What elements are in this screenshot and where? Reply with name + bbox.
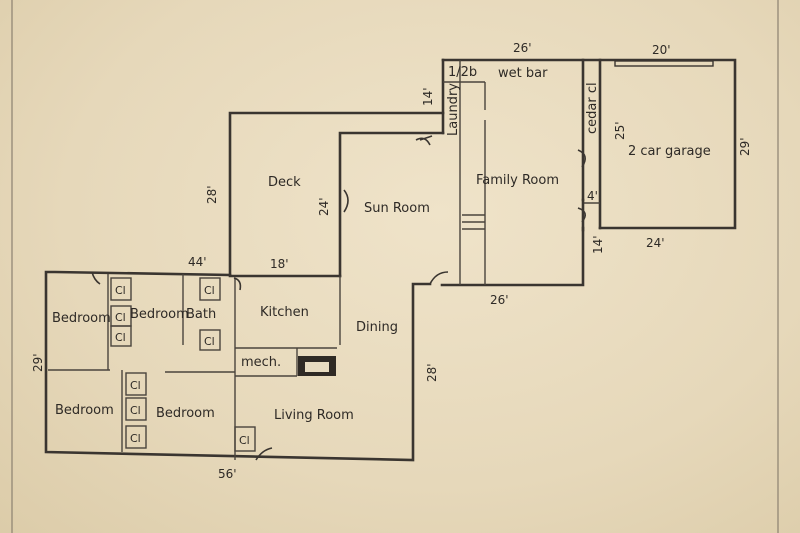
garage-label: 2 car garage <box>628 144 711 159</box>
wet-bar-label: wet bar <box>498 66 548 81</box>
closet-label: Cl <box>130 404 141 417</box>
door-swings <box>91 135 586 461</box>
bedroom-3-label: Bedroom <box>55 403 114 418</box>
dim-deck-28: 28' <box>205 185 219 204</box>
kitchen-label: Kitchen <box>260 305 309 320</box>
bath-label: Bath <box>186 307 216 322</box>
dim-deck-44: 44' <box>188 255 207 269</box>
bedroom-4-label: Bedroom <box>156 406 215 421</box>
closet-label: Cl <box>115 311 126 324</box>
dim-bottom-56: 56' <box>218 467 237 481</box>
closet-label: Cl <box>204 335 215 348</box>
dim-laundry-14: 14' <box>421 87 435 106</box>
dim-deck-18: 18' <box>270 257 289 271</box>
fireplace <box>298 356 336 376</box>
half-bath-label: 1/2b <box>448 65 477 80</box>
dimension-labels: 26' 20' 14' 25' 29' 4' 24' 14' 26' 28' 2… <box>31 41 752 481</box>
sun-room-label: Sun Room <box>364 201 430 216</box>
dim-deck-24: 24' <box>317 197 331 216</box>
exterior-walls <box>44 58 737 462</box>
closet-label: Cl <box>130 379 141 392</box>
family-room-label: Family Room <box>476 173 559 188</box>
interior-walls <box>48 58 602 460</box>
closet-label: Cl <box>204 284 215 297</box>
closet-labels: Cl Cl Cl Cl Cl Cl Cl Cl Cl <box>115 284 250 447</box>
deck-label: Deck <box>268 175 301 190</box>
closet-boxes <box>110 277 256 452</box>
dim-left-29: 29' <box>31 353 45 372</box>
dining-label: Dining <box>356 320 398 335</box>
cedar-closet-label: cedar cl <box>585 82 600 134</box>
closet-label: Cl <box>115 284 126 297</box>
dim-living-28: 28' <box>425 363 439 382</box>
dim-family-26: 26' <box>490 293 509 307</box>
closet-label: Cl <box>239 434 250 447</box>
mech-label: mech. <box>241 355 281 370</box>
dim-garage-24: 24' <box>646 236 665 250</box>
dim-top-20: 20' <box>652 43 671 57</box>
bedroom-2-label: Bedroom <box>130 307 189 322</box>
closet-label: Cl <box>130 432 141 445</box>
living-room-label: Living Room <box>274 408 354 423</box>
closet-label: Cl <box>115 331 126 344</box>
garage-door <box>614 60 714 67</box>
laundry-label: Laundry <box>446 83 461 136</box>
dim-top-26: 26' <box>513 41 532 55</box>
room-labels: 1/2b wet bar Laundry cedar cl 2 car gara… <box>52 65 711 423</box>
dim-garage-29: 29' <box>738 137 752 156</box>
dim-garage-25: 25' <box>613 121 627 140</box>
bedroom-1-label: Bedroom <box>52 311 111 326</box>
dim-garage-14: 14' <box>591 235 605 254</box>
dim-garage-4: 4' <box>587 189 598 203</box>
